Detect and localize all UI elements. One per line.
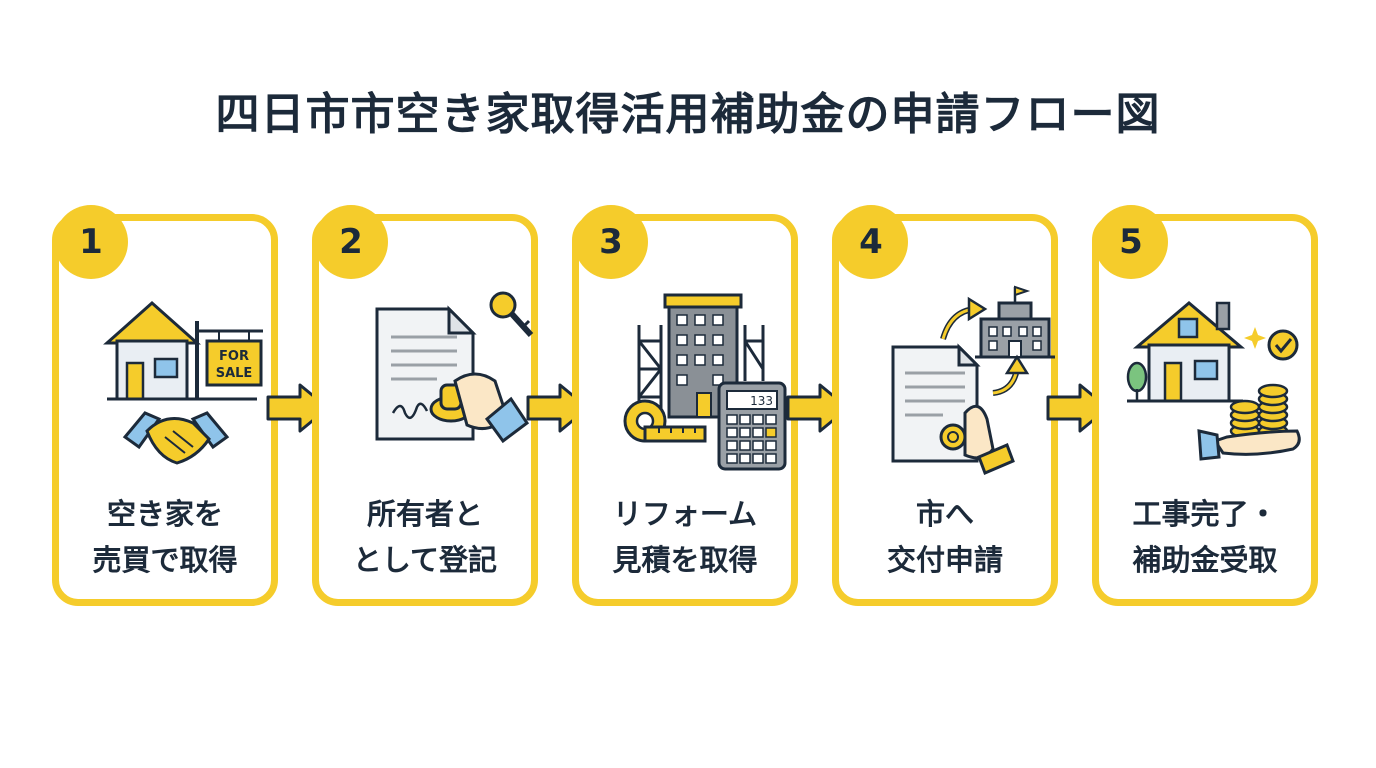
step-card-3: 133 リフォーム 見積を取得 bbox=[572, 214, 798, 606]
step-card-5: 工事完了・ 補助金受取 bbox=[1092, 214, 1318, 606]
step-badge-4: 4 bbox=[834, 205, 908, 279]
document-city-hall-icon bbox=[891, 285, 1055, 475]
step-badge-1: 1 bbox=[54, 205, 128, 279]
step-label-3-line2: 見積を取得 bbox=[612, 543, 758, 577]
step-label-2-line1: 所有者と bbox=[366, 497, 483, 531]
calculator-display: 133 bbox=[750, 394, 773, 408]
step-card-4: 市へ 交付申請 bbox=[832, 214, 1058, 606]
building-calculator-tape-icon: 133 bbox=[623, 293, 787, 471]
step-label-4-line1: 市へ bbox=[915, 497, 974, 531]
step-label-3-line1: リフォーム bbox=[612, 497, 758, 531]
step-label-3: リフォーム 見積を取得 bbox=[579, 491, 791, 583]
page-title: 四日市市空き家取得活用補助金の申請フロー図 bbox=[215, 89, 1161, 140]
step-card-1: FOR SALE 空き家を 売買で取得 bbox=[52, 214, 278, 606]
step-badge-5: 5 bbox=[1094, 205, 1168, 279]
house-for-sale-handshake-icon: FOR SALE bbox=[103, 300, 263, 465]
step-label-4-line2: 交付申請 bbox=[886, 543, 1003, 577]
step-label-4: 市へ 交付申請 bbox=[839, 491, 1051, 583]
step-label-1-line2: 売買で取得 bbox=[92, 543, 238, 577]
house-coins-hand-icon bbox=[1126, 301, 1301, 461]
step-badge-3: 3 bbox=[574, 205, 648, 279]
sign-text-sale: SALE bbox=[216, 366, 253, 381]
step-label-5: 工事完了・ 補助金受取 bbox=[1099, 491, 1311, 583]
step-label-2: 所有者と として登記 bbox=[319, 491, 531, 583]
step-label-5-line2: 補助金受取 bbox=[1132, 543, 1278, 577]
step-badge-2: 2 bbox=[314, 205, 388, 279]
step-label-1: 空き家を 売買で取得 bbox=[59, 491, 271, 583]
sign-text-for: FOR bbox=[219, 349, 249, 364]
step-label-1-line1: 空き家を bbox=[106, 497, 223, 531]
step-label-2-line2: として登記 bbox=[352, 543, 498, 577]
step-label-5-line1: 工事完了・ bbox=[1132, 497, 1278, 531]
document-stamp-key-icon bbox=[375, 291, 534, 444]
